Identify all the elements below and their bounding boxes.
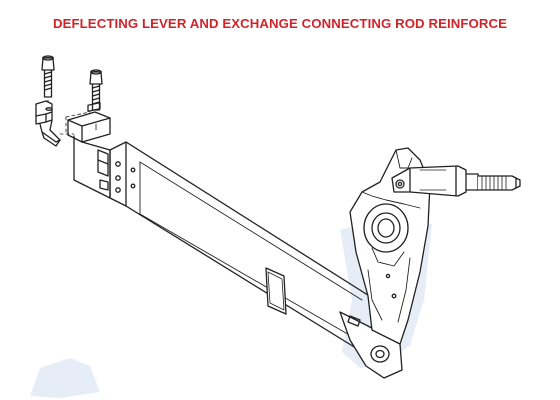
connector-block: [67, 102, 111, 199]
assembly-guide-lines: [59, 111, 91, 135]
connecting-rod: [109, 141, 383, 359]
clip-bracket: [35, 100, 61, 147]
link-arm: [391, 165, 467, 197]
diagram-title: DEFLECTING LEVER AND EXCHANGE CONNECTING…: [52, 16, 508, 31]
threaded-rod-end: [465, 173, 521, 191]
deflecting-lever: [349, 147, 431, 345]
